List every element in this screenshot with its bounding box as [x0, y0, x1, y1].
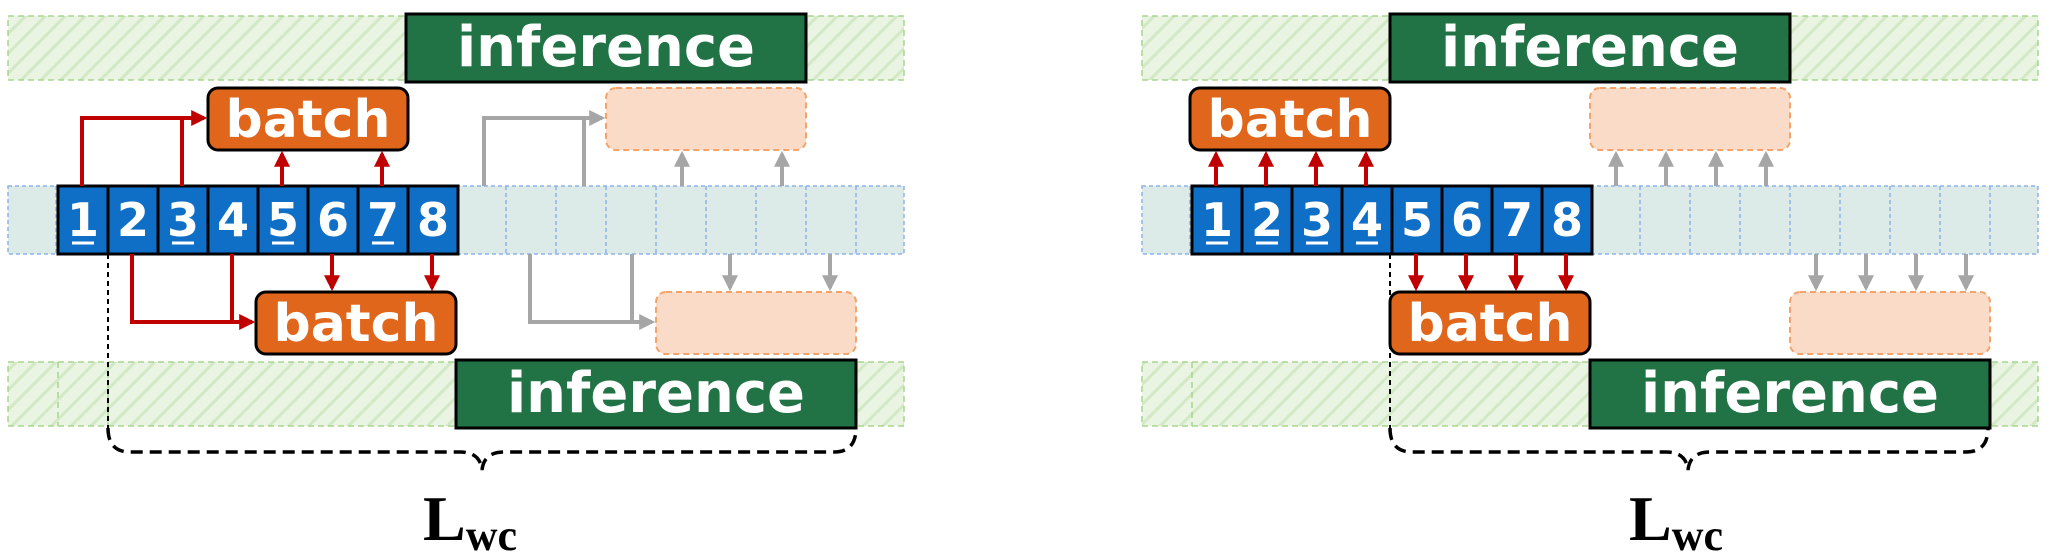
request-slot-8: 8	[1540, 184, 1594, 256]
left-grey-arrows	[482, 110, 838, 330]
left-inference-top-label: inference	[457, 15, 755, 80]
request-slot-number: 8	[417, 193, 449, 247]
request-slot-8: 8	[406, 184, 460, 256]
request-slot-4: 4	[206, 184, 260, 256]
right-inference-top: inference	[1388, 12, 1792, 84]
request-slot-number: 1	[67, 193, 99, 247]
right-batch-ghost-top	[1589, 87, 1791, 151]
arrow-2-to-batch	[130, 254, 256, 330]
left-latency-brace	[106, 254, 858, 471]
request-slot-4: 4	[1340, 184, 1394, 256]
request-slot-7: 7	[1490, 184, 1544, 256]
request-slot-5: 5	[1390, 184, 1444, 256]
request-slot-number: 4	[1351, 193, 1383, 247]
right-latency-brace	[1388, 254, 1990, 471]
left-batch-ghost-bottom	[655, 291, 857, 355]
request-slot-number: 2	[1251, 193, 1283, 247]
right-grey-arrows	[1608, 150, 1974, 292]
request-slot-number: 1	[1201, 193, 1233, 247]
left-inference-bottom-label: inference	[507, 361, 805, 426]
request-slot-number: 3	[167, 193, 199, 247]
request-slot-box	[306, 184, 360, 256]
right-batch-ghost-bottom	[1789, 291, 1991, 355]
left-batch-bottom-label: batch	[273, 294, 438, 354]
request-slot-number: 7	[367, 193, 399, 247]
left-batch-top-label: batch	[225, 90, 390, 150]
request-slot-1: 1	[56, 184, 110, 256]
request-slot-5: 5	[256, 184, 310, 256]
request-slot-number: 7	[1501, 193, 1533, 247]
right-batch-bottom: batch	[1388, 290, 1592, 356]
request-slot-number: 6	[1451, 193, 1483, 247]
right-red-arrows	[1208, 150, 1574, 292]
request-slot-number: 2	[117, 193, 149, 247]
request-slot-3: 3	[1290, 184, 1344, 256]
left-batch-ghost-top	[605, 87, 807, 151]
request-slot-7: 7	[356, 184, 410, 256]
left-batch-top: batch	[206, 86, 410, 152]
request-slot-2: 2	[106, 184, 160, 256]
arrow-1-to-batch	[80, 110, 208, 186]
request-slot-6: 6	[1440, 184, 1494, 256]
right-batch-top-label: batch	[1207, 90, 1372, 150]
request-slot-number: 5	[267, 193, 299, 247]
left-red-arrows	[80, 110, 440, 330]
left-batch-bottom: batch	[254, 290, 458, 356]
right-inference-bottom-label: inference	[1641, 361, 1939, 426]
right-batch-bottom-label: batch	[1407, 294, 1572, 354]
right-latency-label: Lwc	[1629, 483, 1723, 558]
left-latency-label: Lwc	[423, 483, 517, 558]
request-slot-number: 6	[317, 193, 349, 247]
left-inference-top: inference	[404, 12, 808, 84]
request-slot-1: 1	[1190, 184, 1244, 256]
right-inference-top-label: inference	[1441, 15, 1739, 80]
request-slot-number: 5	[1401, 193, 1433, 247]
left-inference-bottom: inference	[454, 358, 858, 430]
request-slot-6: 6	[306, 184, 360, 256]
request-slot-box	[206, 184, 260, 256]
request-slot-2: 2	[1240, 184, 1294, 256]
request-slot-number: 3	[1301, 193, 1333, 247]
right-batch-top: batch	[1188, 86, 1392, 152]
request-slot-number: 4	[217, 193, 249, 247]
request-slot-number: 8	[1551, 193, 1583, 247]
right-inference-bottom: inference	[1588, 358, 1992, 430]
request-slot-3: 3	[156, 184, 210, 256]
